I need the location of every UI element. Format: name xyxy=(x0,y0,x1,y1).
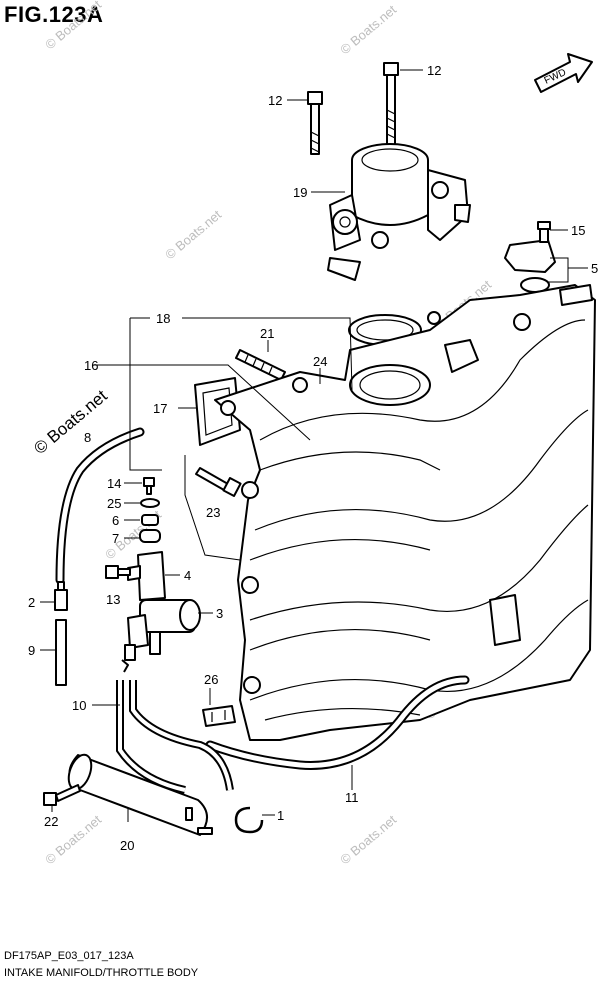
bracket-4-icon xyxy=(127,551,166,601)
callout-label: 5 xyxy=(591,261,598,276)
callout-label: 14 xyxy=(107,476,121,491)
hose-8-icon xyxy=(55,427,145,585)
callout-label: 1 xyxy=(277,808,284,823)
diagram-code: DF175AP_E03_017_123A xyxy=(4,950,134,962)
callout-label: 2 xyxy=(28,595,35,610)
bolt-22-icon xyxy=(43,784,81,806)
callout-label: 24 xyxy=(313,354,327,369)
callout-label: 22 xyxy=(44,814,58,829)
hose-9-icon xyxy=(55,619,67,686)
callout-label: 6 xyxy=(112,513,119,528)
callout-label: 15 xyxy=(571,223,585,238)
canister-20-icon xyxy=(67,753,213,836)
watermark: © Boats.net xyxy=(337,2,399,58)
intake-manifold-icon xyxy=(214,284,596,741)
callout-label: 12 xyxy=(427,63,441,78)
callout-label: 10 xyxy=(72,698,86,713)
connector-2-icon xyxy=(54,581,68,611)
watermark: © Boats.net xyxy=(42,0,104,52)
callout-label: 17 xyxy=(153,401,167,416)
callout-label: 8 xyxy=(84,430,91,445)
figure-title: FIG.123A xyxy=(4,2,104,27)
diagram-caption: INTAKE MANIFOLD/THROTTLE BODY xyxy=(4,967,199,979)
fwd-arrow-icon: FWD xyxy=(534,53,593,93)
callout-label: 19 xyxy=(293,185,307,200)
callout-label: 7 xyxy=(112,531,119,546)
sensor-5-icon xyxy=(504,221,556,293)
clip-1-icon xyxy=(234,806,264,834)
screw-14-icon xyxy=(143,477,155,495)
callout-label: 11 xyxy=(345,790,359,805)
callout-label: 21 xyxy=(260,326,274,341)
callout-label: 25 xyxy=(107,496,121,511)
hose-11-icon xyxy=(205,675,470,770)
stud-21-icon xyxy=(235,349,286,381)
callout-label: 4 xyxy=(184,568,191,583)
bolt-12-icon xyxy=(383,62,399,146)
callout-label: 20 xyxy=(120,838,134,853)
callout-label: 3 xyxy=(216,606,223,621)
watermark: © Boats.net xyxy=(337,812,399,868)
callout-label: 26 xyxy=(204,672,218,687)
callout-label: 9 xyxy=(28,643,35,658)
callout-label: 18 xyxy=(156,311,170,326)
hose-10-icon xyxy=(116,680,234,794)
grommet-7-icon xyxy=(139,529,161,543)
bolt-12-icon xyxy=(307,91,323,155)
solenoid-valve-3-icon xyxy=(121,599,201,673)
callout-label: 12 xyxy=(268,93,282,108)
washer-25-icon xyxy=(140,498,160,508)
watermark: © Boats.net xyxy=(162,207,224,263)
bolt-23-icon xyxy=(195,467,242,497)
bolt-13-icon xyxy=(105,565,131,579)
leader-lines xyxy=(40,69,588,822)
callout-label: 13 xyxy=(106,592,120,607)
callout-label: 16 xyxy=(84,358,98,373)
collar-6-icon xyxy=(141,514,159,526)
callout-label: 23 xyxy=(206,505,220,520)
throttle-body-icon xyxy=(327,143,471,281)
clip-26-icon xyxy=(202,705,236,727)
